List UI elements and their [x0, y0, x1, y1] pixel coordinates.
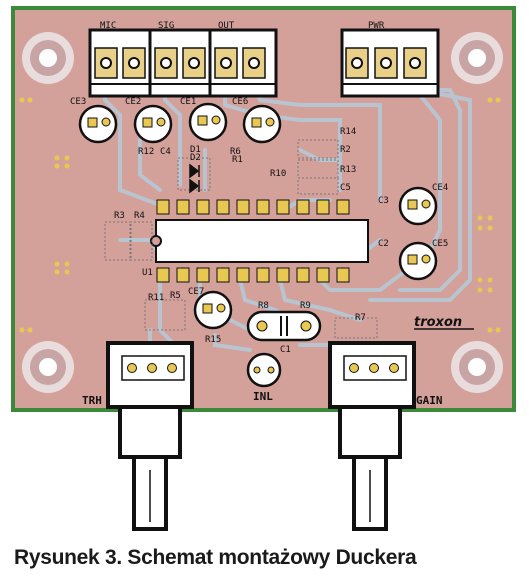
label-ce1: CE1	[180, 97, 196, 107]
label-c5: C5	[340, 183, 351, 193]
label-r6: R6	[230, 147, 241, 157]
label-trh: TRH	[82, 394, 102, 407]
connector-pwr: PWR	[340, 21, 440, 98]
capacitor-pads	[87, 115, 431, 314]
label-d1: D1	[190, 145, 201, 155]
ic-u1	[150, 199, 369, 283]
label-u1: U1	[142, 268, 153, 278]
label-ce4: CE4	[432, 183, 448, 193]
label-gain: GAIN	[416, 394, 443, 407]
label-r8: R8	[258, 301, 269, 311]
label-c3: C3	[378, 196, 389, 206]
electrolytic-capacitors	[78, 102, 438, 330]
label-c2: C2	[378, 239, 389, 249]
label-r11: R11	[148, 293, 164, 303]
label-ce7: CE7	[188, 287, 204, 297]
connector-mic-sig-out: MIC SIG OUT	[88, 21, 278, 98]
pcb-assembly-diagram: MIC SIG OUT PWR	[11, 6, 516, 531]
label-ce6: CE6	[232, 97, 248, 107]
capacitor-c1	[246, 310, 322, 342]
troxon-logo: troxon	[414, 315, 462, 330]
silkscreen-labels: CE3 CE2 CE1 CE6 R12 C4 D1 D2 R6 R1 R14 R…	[70, 97, 474, 407]
label-c4: C4	[160, 147, 171, 157]
label-ce2: CE2	[125, 97, 141, 107]
label-sig: SIG	[158, 21, 174, 31]
mount-holes	[22, 32, 503, 393]
potentiometer-trh	[106, 341, 194, 531]
label-ce5: CE5	[432, 239, 448, 249]
label-r7: R7	[355, 313, 366, 323]
label-r14: R14	[340, 127, 356, 137]
label-r13: R13	[340, 165, 356, 175]
label-d2: D2	[190, 153, 201, 163]
label-r3: R3	[114, 211, 125, 221]
via-clusters	[19, 97, 501, 333]
label-mic: MIC	[100, 21, 116, 31]
label-pwr: PWR	[368, 21, 385, 31]
label-r15: R15	[205, 335, 221, 345]
label-r12: R12	[138, 147, 154, 157]
label-r9: R9	[300, 301, 311, 311]
label-r5: R5	[170, 291, 181, 301]
diode-d1-d2	[189, 163, 200, 194]
label-inl: INL	[253, 390, 273, 403]
label-ce3: CE3	[70, 97, 86, 107]
label-r2: R2	[340, 145, 351, 155]
figure-caption: Rysunek 3. Schemat montażowy Duckera	[14, 546, 417, 569]
potentiometer-gain	[328, 341, 416, 531]
label-r10: R10	[270, 169, 286, 179]
resistor-footprints	[104, 139, 378, 339]
label-r1: R1	[232, 155, 243, 165]
label-out: OUT	[218, 21, 235, 31]
label-r4: R4	[134, 211, 145, 221]
label-c1: C1	[280, 345, 291, 355]
trimmer-inl	[246, 352, 282, 388]
